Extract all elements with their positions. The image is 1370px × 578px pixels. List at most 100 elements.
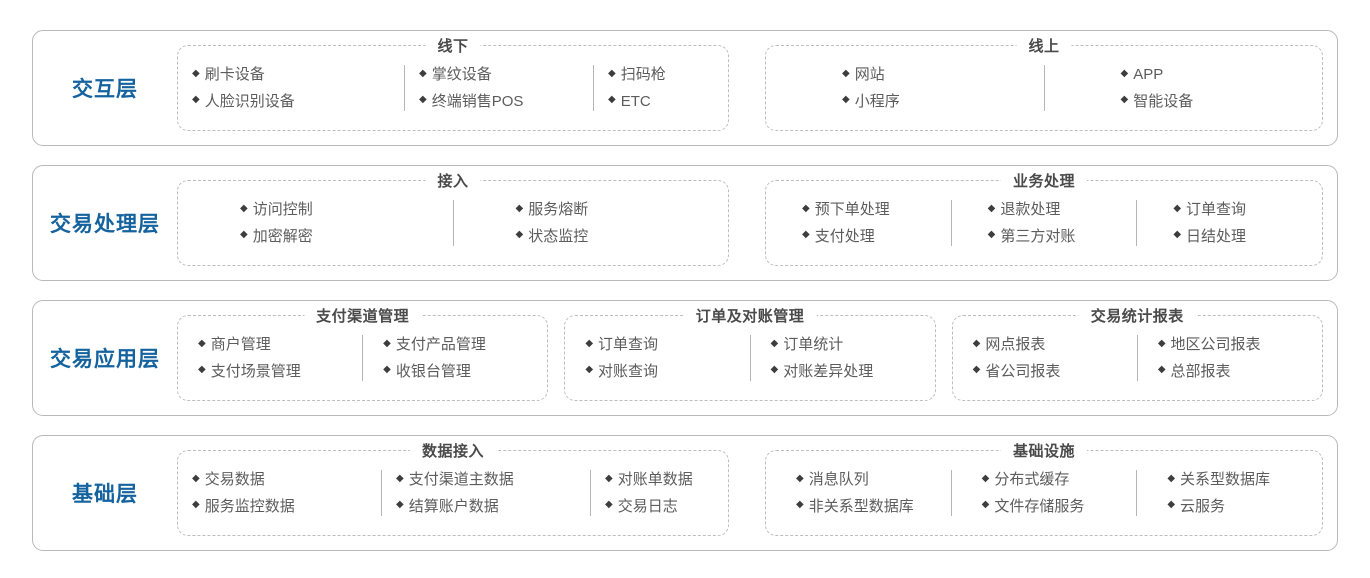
list-item[interactable]: ◆ 访问控制 [240, 201, 313, 218]
group-box: 线下◆刷卡设备◆人脸识别设备◆掌纹设备◆终端销售POS◆扫码枪◆ETC [177, 35, 729, 131]
group-box: 订单及对账管理◆订单查询◆对账查询◆订单统计◆对账差异处理 [564, 305, 936, 401]
column-divider [381, 470, 382, 516]
list-item[interactable]: ◆文件存储服务 [982, 498, 1085, 515]
list-item[interactable]: ◆APP [1121, 66, 1164, 83]
list-item[interactable]: ◆对账查询 [585, 363, 658, 380]
group-title: 业务处理 [1000, 170, 1088, 191]
list-item[interactable]: ◆ 小程序 [842, 93, 900, 110]
item-column: ◆消息队列 ◆非关系型数据库 [766, 471, 951, 515]
list-item[interactable]: ◆退款处理 [988, 201, 1061, 218]
list-item[interactable]: ◆智能设备 [1121, 93, 1194, 110]
list-item[interactable]: ◆对账差异处理 [771, 363, 874, 380]
group-title: 交易统计报表 [1078, 305, 1196, 326]
group-title: 接入 [425, 170, 481, 191]
column-divider [404, 65, 405, 111]
list-item-label: 对账差异处理 [783, 362, 874, 380]
diamond-bullet-icon: ◆ [987, 229, 996, 241]
list-item[interactable]: ◆第三方对账 [988, 228, 1076, 245]
list-item[interactable]: ◆日结处理 [1173, 228, 1246, 245]
group-box: 数据接入◆交易数据◆服务监控数据◆支付渠道主数据◆结算账户数据◆对账单数据◆交易… [177, 440, 729, 536]
group-box: 接入 ◆ 访问控制 ◆加密解密 ◆服务熔断 ◆ 状态监控 [177, 170, 729, 266]
list-item[interactable]: ◆结算账户数据 [396, 498, 576, 515]
list-item-label: 收银台管理 [395, 362, 471, 380]
diamond-bullet-icon: ◆ [419, 67, 427, 79]
diamond-bullet-icon: ◆ [192, 67, 200, 79]
column-divider [452, 200, 454, 246]
list-item-label: 访问控制 [252, 201, 313, 219]
list-item[interactable]: ◆总部报表 [1158, 363, 1231, 380]
column-divider [593, 65, 594, 111]
list-item[interactable]: ◆云服务 [1167, 498, 1225, 515]
list-item-label: 小程序 [854, 92, 900, 110]
list-item-label: 日结处理 [1186, 227, 1247, 245]
list-item[interactable]: ◆网点报表 [973, 336, 1046, 353]
item-column: ◆交易数据 ◆ 服务监控数据 [178, 471, 381, 515]
layer-row: 交易处理层接入◆访问控制◆加密解密◆服务熔断◆状态监控业务处理◆预下单处理◆支付… [32, 165, 1338, 281]
list-item-label: 交易数据 [204, 471, 265, 489]
list-item[interactable]: ◆网站 [842, 66, 885, 83]
list-item-label: 服务熔断 [528, 201, 589, 219]
item-column: ◆ 商户管理 ◆支付场景管理 [178, 336, 362, 380]
item-column: ◆支付产品管理◆收银台管理 [363, 336, 547, 380]
diamond-bullet-icon: ◆ [198, 337, 206, 349]
list-item-label: 状态监控 [528, 227, 589, 245]
list-item[interactable]: ◆省公司报表 [973, 363, 1061, 380]
list-item[interactable]: ◆支付场景管理 [198, 363, 301, 380]
list-item[interactable]: ◆支付渠道主数据 [396, 471, 576, 488]
list-item[interactable]: ◆交易数据 [192, 471, 367, 488]
list-item[interactable]: ◆ 支付处理 [802, 228, 875, 245]
list-item-label: 服务监控数据 [204, 497, 295, 515]
diamond-bullet-icon: ◆ [192, 499, 200, 511]
list-item[interactable]: ◆ 服务监控数据 [192, 498, 367, 515]
list-item[interactable]: ◆分布式缓存 [982, 471, 1070, 488]
list-item-label: 订单统计 [783, 336, 844, 354]
list-item[interactable]: ◆非关系型数据库 [796, 498, 914, 515]
list-item-label: 消息队列 [808, 471, 869, 489]
list-item[interactable]: ◆关系型数据库 [1167, 471, 1270, 488]
list-item[interactable]: ◆扫码枪 [608, 66, 748, 83]
list-item[interactable]: ◆订单查询 [1173, 201, 1246, 218]
diamond-bullet-icon: ◆ [1167, 472, 1176, 484]
list-item-label: 支付处理 [814, 227, 875, 245]
diamond-bullet-icon: ◆ [842, 94, 850, 106]
list-item[interactable]: ◆服务熔断 [516, 201, 589, 218]
group-container: 支付渠道管理◆商户管理◆支付场景管理◆支付产品管理◆收银台管理订单及对账管理◆订… [177, 301, 1337, 415]
list-item[interactable]: ◆ 收银台管理 [383, 363, 471, 380]
list-item[interactable]: ◆加密解密 [240, 228, 313, 245]
list-item-label: 网点报表 [985, 336, 1046, 354]
diamond-bullet-icon: ◆ [802, 229, 810, 241]
item-column: ◆掌纹设备 ◆终端销售POS [405, 66, 593, 110]
list-item-label: 订单查询 [1186, 201, 1247, 219]
group-box: 业务处理◆预下单处理◆支付处理◆退款处理◆第三方对账◆订单查询◆日结处理 [765, 170, 1323, 266]
list-item[interactable]: ◆订单查询 [585, 336, 658, 353]
list-item[interactable]: ◆交易日志 [605, 498, 755, 515]
list-item-label: 智能设备 [1133, 92, 1194, 110]
list-item-label: 商户管理 [210, 336, 271, 354]
list-item[interactable]: ◆消息队列 [796, 471, 869, 488]
list-item[interactable]: ◆刷卡设备 [192, 66, 390, 83]
list-item-label: 对账查询 [598, 362, 659, 380]
list-item[interactable]: ◆订单统计 [771, 336, 844, 353]
item-column: ◆预下单处理 ◆ 支付处理 [766, 201, 951, 245]
list-item[interactable]: ◆支付产品管理 [383, 336, 486, 353]
list-item[interactable]: ◆对账单数据 [605, 471, 755, 488]
group-title: 线上 [1016, 35, 1072, 56]
list-item[interactable]: ◆ 商户管理 [198, 336, 271, 353]
list-item-label: 网站 [854, 66, 885, 84]
list-item[interactable]: ◆ETC [608, 93, 748, 110]
diamond-bullet-icon: ◆ [383, 364, 391, 376]
group-box: 线上 ◆网站 ◆ 小程序 ◆APP ◆智能设备 [765, 35, 1323, 131]
list-item[interactable]: ◆预下单处理 [802, 201, 890, 218]
diamond-bullet-icon: ◆ [240, 202, 248, 214]
diamond-bullet-icon: ◆ [383, 337, 391, 349]
list-item[interactable]: ◆人脸识别设备 [192, 93, 390, 110]
list-item[interactable]: ◆掌纹设备 [419, 66, 579, 83]
item-column: ◆订单查询 ◆日结处理 [1137, 201, 1322, 245]
diamond-bullet-icon: ◆ [515, 229, 524, 241]
list-item[interactable]: ◆ 状态监控 [516, 228, 589, 245]
list-item-label: 订单查询 [598, 336, 659, 354]
diamond-bullet-icon: ◆ [987, 202, 996, 214]
list-item[interactable]: ◆终端销售POS [419, 93, 579, 110]
list-item[interactable]: ◆地区公司报表 [1158, 336, 1261, 353]
